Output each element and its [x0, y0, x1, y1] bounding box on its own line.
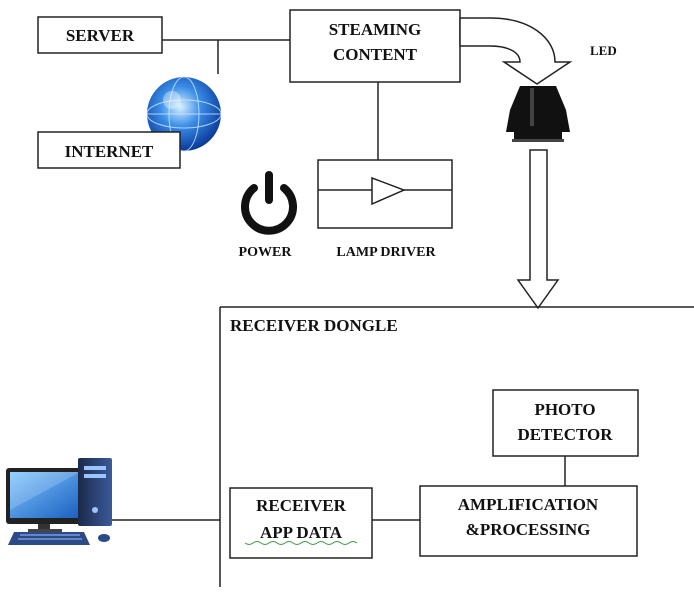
- lamp-driver-block: [317, 159, 453, 229]
- curved-arrow-to-led: [459, 17, 573, 85]
- amplification-block: AMPLIFICATION &PROCESSING: [419, 485, 638, 557]
- internet-label: INTERNET: [65, 142, 154, 161]
- internet-block: INTERNET: [37, 131, 181, 169]
- photo-detector-label-line1: PHOTO: [534, 400, 595, 419]
- light-beam-arrow: [516, 149, 560, 310]
- lamp-driver-label: LAMP DRIVER: [336, 245, 436, 260]
- spellcheck-underline: [244, 541, 358, 545]
- photo-detector-label-line2: DETECTOR: [517, 425, 613, 444]
- power-label: POWER: [239, 245, 293, 260]
- streaming-content-label-line1: STEAMING: [329, 20, 422, 39]
- streaming-content-block: STEAMING CONTENT: [289, 9, 461, 83]
- amplification-label-line1: AMPLIFICATION: [458, 495, 599, 514]
- led-bulb-icon: [506, 86, 570, 142]
- amplifier-triangle-icon: [371, 176, 406, 206]
- desktop-computer-icon: [6, 458, 112, 545]
- amplification-label-line2: &PROCESSING: [466, 520, 591, 539]
- receiver-app-data-label-line1: RECEIVER: [256, 496, 346, 515]
- receiver-dongle-region: RECEIVER DONGLE: [219, 306, 694, 587]
- power-icon: [241, 171, 297, 235]
- receiver-app-data-block: RECEIVER APP DATA: [229, 487, 373, 559]
- receiver-dongle-label: RECEIVER DONGLE: [230, 316, 398, 335]
- streaming-content-label-line2: CONTENT: [333, 45, 418, 64]
- server-label: SERVER: [66, 26, 135, 45]
- receiver-app-data-label-line2: APP DATA: [260, 523, 343, 542]
- led-label: LED: [590, 43, 617, 58]
- server-block: SERVER: [37, 16, 163, 54]
- photo-detector-block: PHOTO DETECTOR: [492, 389, 639, 457]
